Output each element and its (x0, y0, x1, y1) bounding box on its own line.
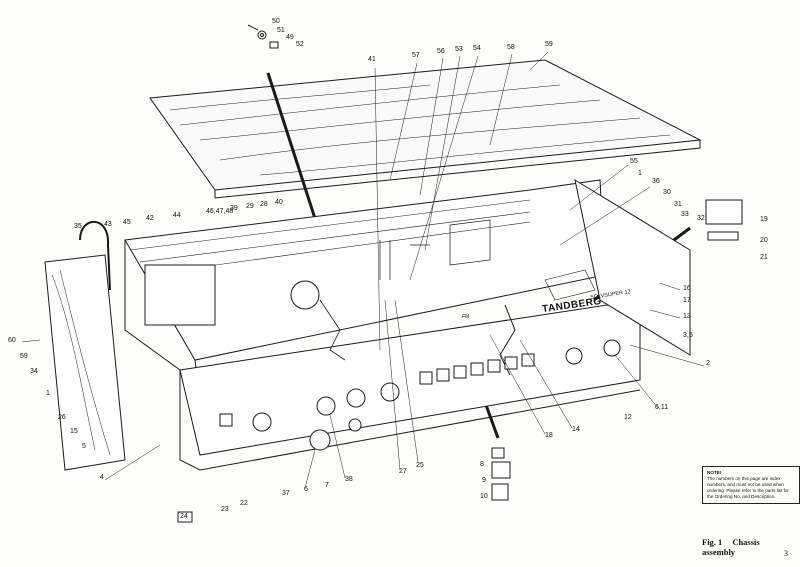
left-side-panel (44, 254, 126, 471)
part-label: 59 (545, 41, 553, 48)
part-label: 32 (697, 215, 705, 222)
band-label: FM (462, 314, 470, 320)
part-label: 5 (82, 443, 86, 450)
part-label: 13 (683, 313, 691, 320)
part-label: 36 (652, 178, 660, 185)
wooden-lid (149, 59, 702, 199)
part-label: 37 (282, 490, 290, 497)
part-label: 6,11 (655, 404, 669, 411)
push-buttons (219, 353, 535, 427)
part-label: 1 (638, 170, 642, 177)
part-label: 43 (104, 221, 112, 228)
part-label: 31 (674, 201, 682, 208)
part-label: 7 (325, 482, 329, 489)
part-label: 26 (58, 414, 66, 421)
part-label: 44 (173, 212, 181, 219)
part-label: 8 (480, 461, 484, 468)
note-text: The numbers on this page are index numbe… (707, 476, 789, 499)
part-label: 4 (100, 474, 104, 481)
note-title: NOTE! (707, 470, 722, 475)
part-label: 54 (473, 45, 481, 52)
part-label: 53 (455, 46, 463, 53)
part-label: 35 (74, 223, 82, 230)
part-label: 33 (681, 211, 689, 218)
part-label: 59 (20, 353, 28, 360)
part-label: 42 (146, 215, 154, 222)
figure-title: Chassis assembly (702, 537, 760, 557)
part-label: 10 (480, 493, 488, 500)
part-label: 49 (286, 34, 294, 41)
part-label: 22 (240, 500, 248, 507)
chassis-body (124, 179, 641, 471)
part-label: 39 (230, 205, 238, 212)
part-label: 2 (706, 360, 710, 367)
right-side-panel (574, 178, 691, 356)
part-label: 9 (482, 477, 486, 484)
part-label: 50 (272, 18, 280, 25)
part-label: 34 (30, 368, 38, 375)
part-label: 40 (275, 199, 283, 206)
part-label: 27 (399, 468, 407, 475)
part-label: 3,5 (683, 332, 693, 339)
part-label: 21 (760, 254, 768, 261)
note-box: NOTE! The numbers on this page are index… (702, 466, 800, 504)
part-label: 12 (624, 414, 632, 421)
leader-lines (21, 51, 705, 489)
screw-assembly-top (247, 24, 279, 49)
part-label: 46,47,48 (206, 208, 234, 215)
part-label: 18 (545, 432, 553, 439)
part-label: 19 (760, 216, 768, 223)
part-label: 57 (412, 52, 420, 59)
part-label: 30 (663, 189, 671, 196)
part-label: 28 (260, 201, 268, 208)
part-label: 20 (760, 237, 768, 244)
part-label: 24 (180, 513, 188, 520)
part-label: 55 (630, 158, 638, 165)
part-label: 14 (572, 426, 580, 433)
figure-number: Fig. 1 (702, 537, 723, 547)
part-label: 38 (345, 476, 353, 483)
loose-parts (177, 199, 743, 523)
cable (79, 220, 111, 291)
part-label: 17 (683, 297, 691, 304)
part-label: 6 (304, 486, 308, 493)
part-label: 45 (123, 219, 131, 226)
part-label: 58 (507, 44, 515, 51)
part-label: 25 (416, 462, 424, 469)
part-label: 41 (368, 56, 376, 63)
knobs (252, 339, 621, 451)
part-label: 23 (221, 506, 229, 513)
part-label: 29 (246, 203, 254, 210)
part-label: 60 (8, 337, 16, 344)
part-label: 15 (70, 428, 78, 435)
part-label: 51 (277, 27, 285, 34)
part-label: 56 (437, 48, 445, 55)
page-number: 3 (784, 549, 788, 558)
part-label: 16 (683, 285, 691, 292)
part-label: 52 (296, 41, 304, 48)
part-label: 1 (46, 390, 50, 397)
